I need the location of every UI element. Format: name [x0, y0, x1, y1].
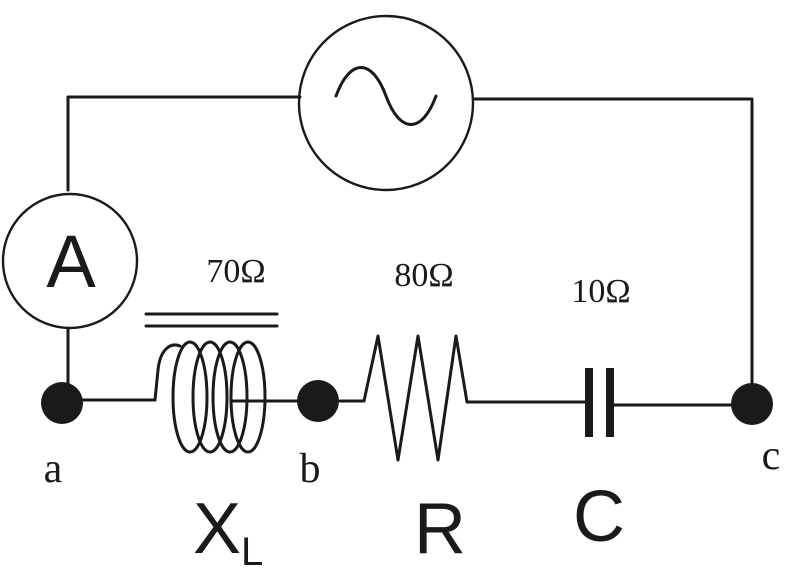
node-c-dot: [731, 383, 773, 425]
node-b-dot: [297, 380, 339, 422]
inductor-symbol: XL: [193, 489, 263, 571]
ammeter-symbol: A: [46, 220, 96, 303]
wire-top: [66, 95, 754, 406]
capacitor-value-label: 10Ω: [571, 273, 630, 310]
inductor-coil: [153, 340, 267, 454]
node-a-dot: [41, 382, 83, 424]
ammeter: A: [1, 192, 139, 330]
node-a-label: a: [44, 446, 63, 492]
inductor-symbol-main: X: [193, 489, 241, 569]
inductor-value-label: 70Ω: [206, 253, 265, 290]
inductor-core: [144, 312, 279, 328]
resistor-symbol: R: [414, 489, 466, 569]
capacitor-plates: [585, 368, 614, 437]
inductor-symbol-subscript: L: [241, 530, 263, 571]
capacitor-symbol: C: [573, 477, 625, 557]
ac-source-icon: [297, 14, 475, 192]
node-b-label: b: [300, 446, 321, 492]
resistor-value-label: 80Ω: [394, 257, 453, 294]
resistor-zigzag: [362, 334, 469, 462]
node-c-label: c: [762, 433, 781, 479]
